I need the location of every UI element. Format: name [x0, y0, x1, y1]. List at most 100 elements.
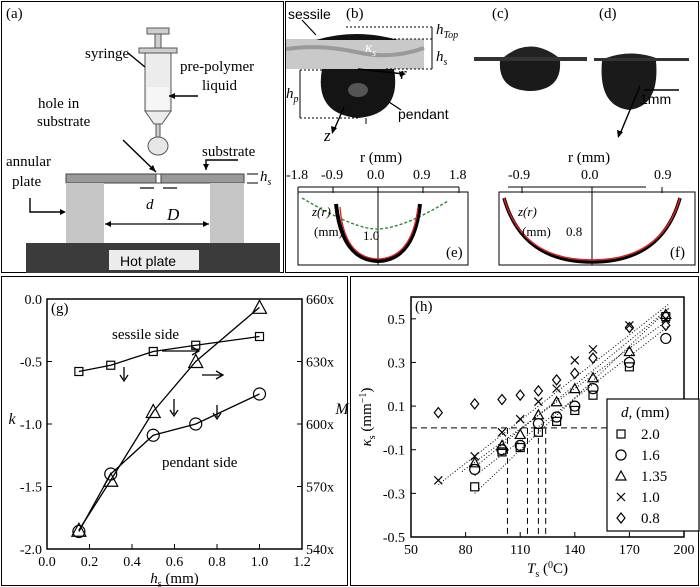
hp-label: hp	[286, 86, 299, 105]
point-circle	[514, 439, 526, 451]
legend-label-h: 1.6	[641, 448, 660, 464]
panel-c-label: (c)	[492, 6, 509, 22]
panel-e-tick-0: -1.8	[286, 168, 309, 183]
y-tick-label-h: -0.3	[383, 487, 405, 502]
point-diamond	[533, 384, 544, 397]
point-x	[588, 344, 598, 354]
sessile-fit-line	[78, 335, 260, 373]
legend-marker-square	[616, 429, 626, 439]
point-diamond	[661, 319, 671, 332]
sessile-point	[106, 360, 116, 370]
legend-marker-triangle	[614, 469, 628, 481]
point-square	[588, 390, 598, 400]
setup-schematic	[26, 27, 280, 273]
legend-marker-diamond	[616, 512, 626, 524]
legend-label-h: 2.0	[641, 427, 660, 443]
point-square	[470, 482, 480, 492]
pendant-point	[252, 387, 267, 401]
x-tick-label-g: 0.0	[38, 555, 56, 570]
arrow-pendant	[212, 405, 222, 421]
hole-label-2: substrate	[37, 114, 91, 130]
sessile-point	[148, 346, 158, 357]
panel-f-ztick: 0.8	[566, 224, 583, 239]
panel-f-label: (f)	[670, 245, 685, 261]
annotation-sessile: sessile side	[112, 327, 179, 343]
y-axis-label-h: κs (mm−1)	[358, 388, 378, 447]
point-circle	[532, 417, 544, 430]
panel-e-tick-4: 1.8	[449, 168, 467, 183]
prepolymer-label-2: liquid	[202, 78, 238, 94]
point-diamond	[570, 367, 580, 380]
panel-e-tick-1: -0.9	[321, 168, 344, 183]
panel-b-label: (b)	[346, 6, 364, 22]
panel-f-tick-2: 0.9	[654, 168, 672, 183]
droplet-images	[285, 19, 696, 266]
arrow-mid	[169, 399, 179, 418]
point-x	[570, 355, 580, 365]
point-x	[661, 314, 671, 324]
scale-bar-label: 1mm	[640, 91, 672, 107]
pendant-point	[146, 428, 160, 442]
legend-label-h: 1.35	[641, 469, 667, 485]
point-triangle	[623, 345, 636, 357]
hs-label: hs	[260, 169, 272, 188]
hot-plate-label: Hot plate	[120, 253, 177, 269]
point-circle	[551, 411, 563, 423]
point-x	[470, 451, 480, 461]
point-square	[624, 362, 634, 372]
panel-e-ztick: 1.0	[363, 228, 380, 243]
y2-tick-label-g: 600x	[306, 418, 334, 433]
point-x	[497, 427, 507, 437]
point-x	[624, 320, 634, 330]
point-triangle	[568, 382, 581, 394]
hole-label-1: hole in	[38, 96, 80, 112]
legend-marker-x	[616, 492, 626, 502]
point-triangle	[468, 456, 481, 468]
panel-e-plot	[297, 186, 469, 266]
syringe-label: syringe	[85, 46, 130, 62]
panel-f-plot	[498, 186, 696, 266]
panel-f-axis-title: r (mm)	[568, 150, 611, 166]
D-label: D	[167, 205, 180, 224]
y-tick-label-h: -0.1	[383, 444, 405, 459]
point-x	[533, 397, 543, 407]
legend-title-h: d, (mm)	[621, 405, 669, 421]
y2-tick-label-g: 660x	[306, 293, 334, 308]
point-circle	[469, 463, 481, 475]
fit-line-h	[474, 324, 670, 477]
y-tick-label-g: -0.5	[20, 356, 42, 371]
point-diamond	[624, 321, 635, 334]
sessile-label: sessile	[288, 6, 331, 22]
y-axis-label-g: k	[8, 411, 16, 428]
x-tick-label-h: 50	[404, 543, 418, 558]
point-triangle	[586, 371, 600, 383]
legend-label-h: 0.8	[641, 511, 660, 527]
x-tick-label-h: 80	[459, 543, 473, 558]
y-tick-label-g: -1.0	[20, 418, 42, 433]
legend-label-h: 1.0	[641, 490, 660, 506]
panel-f-tick-1: 0.0	[581, 168, 599, 183]
panel-a: (a) syringe pre-polymer liquid hole in s…	[1, 1, 284, 273]
panel-e-zlabel: z(r)	[312, 204, 331, 219]
substrate-label: substrate	[202, 144, 256, 160]
y-tick-label-g: -1.5	[20, 481, 42, 496]
prepolymer-label-1: pre-polymer	[180, 59, 255, 75]
panel-f-zunit: (mm)	[522, 224, 551, 239]
x-tick-label-h: 140	[564, 543, 585, 558]
x-tick-label-g: 0.4	[123, 555, 141, 570]
x-tick-label-h: 110	[510, 543, 530, 558]
point-diamond	[433, 406, 444, 419]
sessile-point	[74, 366, 84, 377]
point-diamond	[469, 397, 480, 410]
panel-e-zunit: (mm)	[314, 224, 343, 239]
hs-label-b: hs	[436, 49, 448, 68]
y-tick-label-h: 0.5	[388, 313, 406, 328]
panel-e-label: (e)	[446, 245, 463, 261]
point-triangle	[532, 408, 545, 420]
arrow-sessile	[119, 367, 129, 383]
point-triangle	[550, 395, 563, 407]
x-tick-label-g: 0.8	[208, 555, 226, 570]
d-label: d	[146, 197, 154, 213]
arrow-right-upper	[162, 346, 201, 356]
